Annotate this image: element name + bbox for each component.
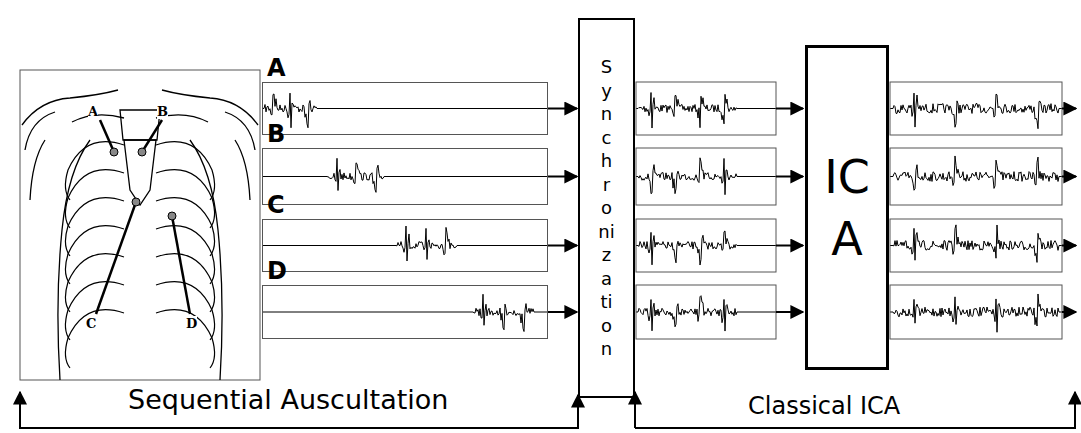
signal-trace [890,225,1062,263]
box-label: Synchronization [598,55,616,361]
signal-traces [262,93,1062,333]
signal-trace [262,294,548,331]
arrow [1062,108,1076,110]
panel-letter: B [267,121,285,147]
signal-trace [636,158,776,195]
signal-trace [636,296,776,331]
signal-panel [890,82,1062,135]
arrow [776,176,803,178]
chest-frame [20,70,260,380]
leader-line [142,120,162,152]
stage-label: Sequential Auscultation [128,384,448,415]
leader-line [96,202,136,314]
bracket-arrow [19,392,21,412]
leader-line [100,120,114,152]
panel-letter: C [267,192,285,218]
sensor-dot [110,148,118,156]
signal-panel: A [262,82,548,135]
signal-panel [636,285,776,339]
flow-arrow [548,108,577,110]
arrow [776,311,803,313]
arrow [1062,311,1076,313]
flow-arrow [548,176,577,178]
leader-line [172,216,190,314]
signal-panel: B [262,148,548,205]
sensor-dot [168,212,176,220]
process-box: Synchronization [578,18,635,398]
signal-trace [262,93,548,128]
signal-panel: D [262,285,548,339]
signal-trace [262,226,548,261]
arrow [1062,245,1076,247]
signal-panel [636,219,776,272]
callout-letter: A [88,104,98,119]
signal-panel [890,285,1062,339]
signal-panel: C [262,219,548,272]
ribcage-drawing [22,90,258,380]
signal-trace [262,158,548,192]
arrow [776,108,803,110]
callout-letter: C [86,316,96,331]
signal-trace [636,93,776,128]
flow-arrow [548,311,577,313]
callout-letter: B [157,104,168,119]
box-label: ICA [824,146,870,270]
process-box: ICA [805,45,889,370]
stage-label: Classical ICA [748,392,900,420]
signal-panel [890,148,1062,205]
panel-letter: A [267,55,286,81]
panel-letter: D [267,258,287,284]
callout-letter: D [186,316,197,331]
signal-panel [636,82,776,135]
bracket-line [635,392,1075,428]
signal-panel [890,219,1062,272]
signal-trace [890,156,1062,190]
signal-trace [636,231,776,265]
arrow [776,245,803,247]
sensor-dot [138,148,146,156]
signal-panel [636,148,776,205]
arrow [1062,176,1076,178]
sensor-dot [132,198,140,206]
flow-arrow [548,245,577,247]
rib-lines [65,142,214,368]
signal-trace [890,93,1062,129]
signal-trace [890,294,1062,332]
